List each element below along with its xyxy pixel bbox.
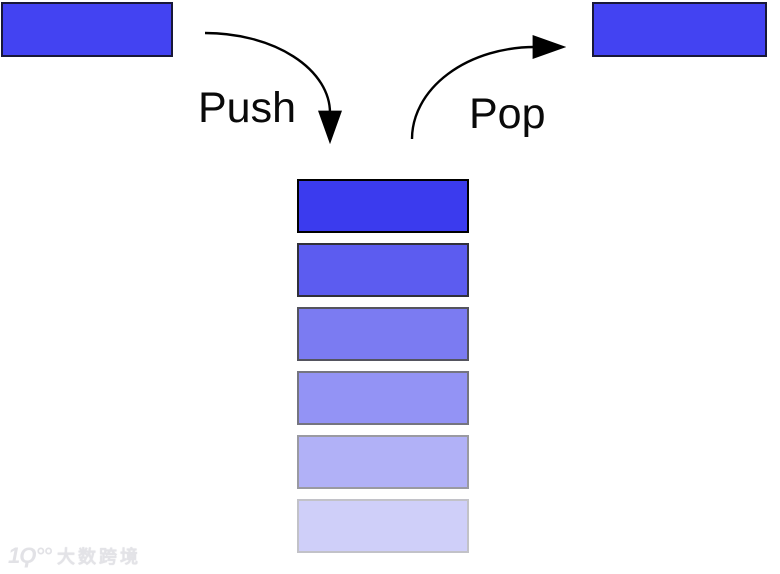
- incoming-item-block: [1, 2, 173, 57]
- stack-block-6: [297, 499, 469, 553]
- stack-block-4: [297, 371, 469, 425]
- stack-block-3: [297, 307, 469, 361]
- pop-label: Pop: [469, 90, 546, 138]
- stack-block-1: [297, 179, 469, 233]
- watermark-logo-icon: 1Ϙ°°: [8, 543, 52, 568]
- watermark: 1Ϙ°° 大数跨境: [8, 543, 141, 569]
- stack-block-2: [297, 243, 469, 297]
- push-label: Push: [198, 84, 297, 132]
- outgoing-item-block: [592, 2, 767, 57]
- stack-block-5: [297, 435, 469, 489]
- watermark-text: 大数跨境: [56, 547, 141, 567]
